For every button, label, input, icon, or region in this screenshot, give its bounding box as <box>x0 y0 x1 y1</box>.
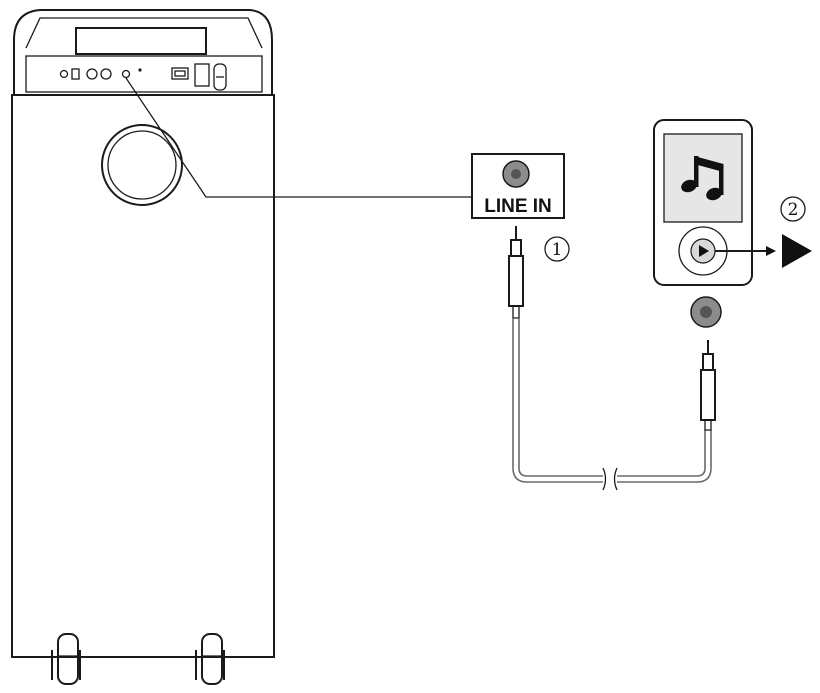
player-play-button[interactable] <box>678 226 728 276</box>
step-2-marker: 2 <box>780 196 806 222</box>
step-2-number: 2 <box>788 200 799 220</box>
plug-top <box>508 226 524 319</box>
panel-switch[interactable] <box>71 68 80 80</box>
step-1-number: 1 <box>552 240 563 260</box>
speaker-unit <box>11 9 275 685</box>
line-in-label: LINE IN <box>484 196 552 217</box>
panel-indicator <box>138 68 142 72</box>
step-1-marker: 1 <box>544 236 570 262</box>
panel-jack-2 <box>100 68 112 80</box>
music-player <box>653 119 753 328</box>
panel-jack-1 <box>86 68 98 80</box>
wheel-right <box>195 633 225 685</box>
player-screen <box>663 133 743 223</box>
panel-line-in-jack <box>121 69 131 79</box>
music-note-icon <box>681 156 724 201</box>
play-indicator-icon <box>782 234 812 268</box>
speaker-port <box>101 124 183 206</box>
line-in-callout: LINE IN <box>471 153 565 219</box>
audio-cable <box>508 226 716 491</box>
play-arrow <box>715 234 812 268</box>
panel-knob[interactable] <box>59 69 69 79</box>
usb-port <box>171 67 189 80</box>
leader-line <box>125 77 472 198</box>
sd-slot <box>194 63 210 87</box>
plug-bottom <box>700 340 716 431</box>
power-socket <box>213 63 227 91</box>
control-panel <box>59 63 227 91</box>
play-icon <box>699 245 709 257</box>
wheel-left <box>51 633 81 685</box>
